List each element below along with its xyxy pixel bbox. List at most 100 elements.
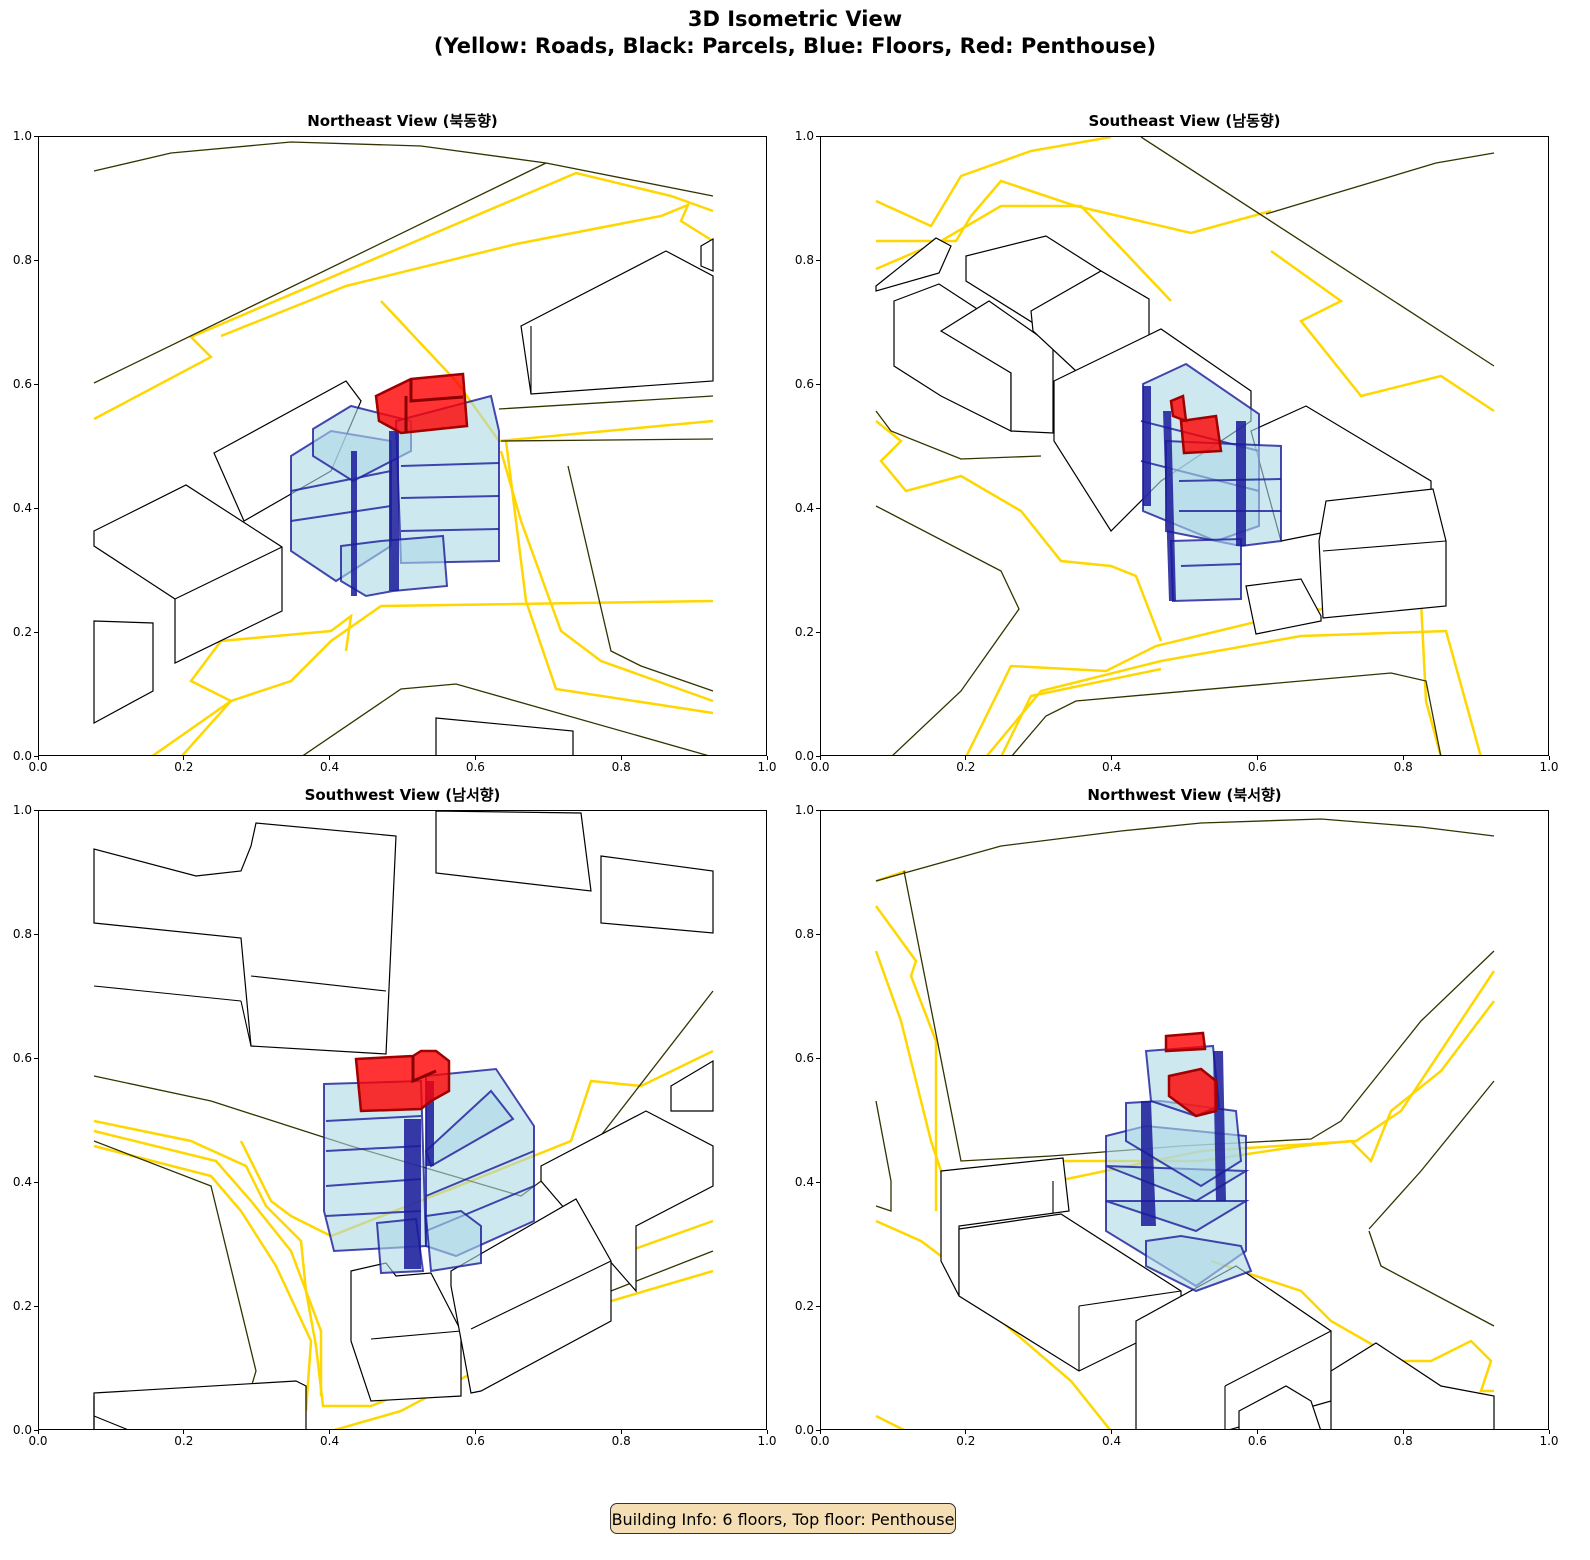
x-tick-label: 0.6	[465, 1434, 485, 1448]
x-tick-mark	[1548, 1430, 1550, 1434]
y-tick-label: 0.2	[12, 625, 32, 639]
y-tick-label: 0.6	[12, 1051, 32, 1065]
x-tick-mark	[1256, 756, 1258, 760]
figure-title: 3D Isometric View (Yellow: Roads, Black:…	[0, 6, 1590, 60]
neighbor-building	[520, 250, 714, 395]
road-line	[93, 1144, 313, 1412]
x-tick-mark	[37, 1430, 39, 1434]
x-tick-label: 0.2	[956, 760, 976, 774]
y-tick-label: 0.4	[12, 1175, 32, 1189]
road-line	[1210, 1259, 1494, 1393]
penthouse-volume	[1167, 1067, 1218, 1118]
parcel-boundary	[875, 818, 1495, 882]
road-line	[875, 420, 1163, 642]
neighbor-building	[700, 237, 714, 272]
x-tick-label: 0.6	[1247, 1434, 1267, 1448]
neighbor-building	[93, 484, 283, 664]
floor-edge-column	[1236, 421, 1246, 546]
y-tick-mark	[34, 809, 38, 811]
floor-volume	[290, 470, 392, 492]
road-line	[499, 450, 714, 703]
y-tick-mark	[34, 507, 38, 509]
building-edge	[370, 1330, 462, 1340]
x-tick-mark	[965, 756, 967, 760]
neighbor-building	[1318, 488, 1447, 619]
y-tick-mark	[816, 259, 820, 261]
x-tick-mark	[1111, 756, 1113, 760]
building-info-box: Building Info: 6 floors, Top floor: Pent…	[610, 1503, 956, 1534]
road-line	[875, 1414, 905, 1429]
neighbor-building	[940, 1157, 1070, 1297]
y-tick-mark	[34, 1057, 38, 1059]
penthouse-edge	[409, 379, 464, 403]
y-tick-label: 0.4	[794, 501, 814, 515]
y-tick-mark	[816, 631, 820, 633]
y-tick-mark	[34, 1305, 38, 1307]
x-tick-label: 0.2	[956, 1434, 976, 1448]
y-tick-mark	[34, 1181, 38, 1183]
y-tick-mark	[816, 1057, 820, 1059]
road-line	[876, 179, 1272, 243]
neighbor-building	[435, 717, 574, 755]
penthouse-volume	[354, 1049, 451, 1113]
neighbor-building	[670, 1059, 714, 1112]
y-tick-label: 0.0	[794, 1423, 814, 1437]
y-tick-label: 0.2	[794, 625, 814, 639]
neighbor-building	[93, 620, 154, 725]
x-tick-label: 1.0	[1539, 760, 1559, 774]
penthouse-volume	[374, 372, 469, 435]
road-line	[874, 905, 938, 1211]
road-line	[1000, 667, 1162, 755]
y-tick-label: 1.0	[12, 129, 32, 143]
floor-volume	[1180, 563, 1242, 567]
road-line	[504, 440, 714, 715]
x-tick-label: 0.2	[174, 1434, 194, 1448]
y-tick-mark	[816, 1305, 820, 1307]
axes-northwest-view	[820, 810, 1549, 1430]
building-edge	[93, 985, 242, 1002]
penthouse-volume	[1164, 1031, 1207, 1053]
y-tick-label: 1.0	[794, 129, 814, 143]
penthouse-edge	[411, 1056, 437, 1084]
x-tick-label: 0.0	[28, 760, 48, 774]
floor-edge-column	[1143, 386, 1151, 506]
y-tick-mark	[34, 631, 38, 633]
building-edge	[470, 1260, 612, 1330]
road-line	[93, 1129, 323, 1396]
y-tick-label: 1.0	[12, 803, 32, 817]
isometric-scene-northeast	[93, 141, 714, 755]
road-line	[93, 1119, 422, 1408]
floor-volume	[290, 505, 392, 522]
parcel-boundary	[1140, 137, 1495, 367]
y-tick-mark	[816, 1181, 820, 1183]
isometric-scene-southwest	[93, 811, 714, 1429]
neighbor-building	[600, 855, 714, 934]
floor-volume	[1145, 1234, 1253, 1293]
y-tick-label: 0.0	[12, 1423, 32, 1437]
panel-title-northeast: Northeast View (북동향)	[307, 112, 498, 130]
penthouse-volume	[1169, 394, 1188, 423]
building-edge	[1078, 1290, 1182, 1307]
neighbor-building	[435, 811, 592, 892]
y-tick-label: 0.8	[794, 253, 814, 267]
x-tick-label: 0.2	[174, 760, 194, 774]
road-line	[93, 171, 714, 421]
building-edge	[174, 546, 283, 600]
x-tick-label: 0.6	[1247, 760, 1267, 774]
parcel-boundary	[93, 141, 714, 197]
floor-edge-column	[1141, 1101, 1156, 1226]
x-tick-mark	[766, 1430, 768, 1434]
road-line	[874, 950, 953, 1202]
x-tick-mark	[620, 756, 622, 760]
floor-edge-column	[1163, 411, 1176, 601]
parcel-boundary	[1011, 672, 1442, 755]
neighbor-building	[1245, 578, 1322, 635]
floor-edge-column	[404, 1119, 421, 1269]
road-line	[986, 629, 1482, 755]
isometric-scene-southeast	[875, 137, 1495, 755]
y-tick-label: 0.6	[794, 1051, 814, 1065]
parcel-boundary	[1368, 1230, 1495, 1327]
neighbor-building	[939, 300, 1054, 434]
x-tick-label: 0.4	[320, 1434, 340, 1448]
road-line	[875, 204, 1172, 302]
